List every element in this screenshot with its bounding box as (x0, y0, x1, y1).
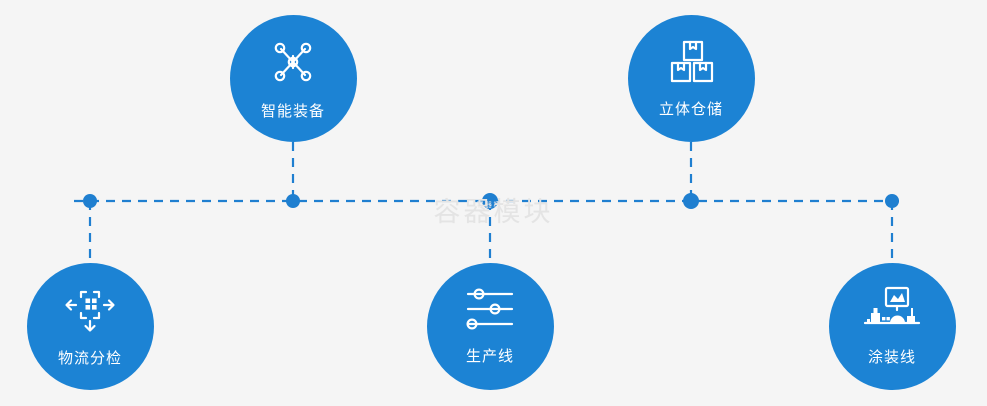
factory-monitor-icon (861, 286, 923, 332)
node-label-painting-line: 涂装线 (867, 347, 916, 366)
connector-dot-3[interactable] (482, 193, 498, 209)
node-stereoscopic-warehouse[interactable]: 立体仓储 (627, 14, 755, 142)
node-painting-line[interactable]: 涂装线 (828, 262, 956, 390)
connector-dot-1[interactable] (83, 194, 97, 208)
sliders-icon (462, 287, 518, 331)
node-intelligent-equipment[interactable]: 智能装备 (229, 14, 357, 142)
sorting-arrows-icon (62, 285, 118, 335)
node-label-intelligent-equipment: 智能装备 (260, 101, 325, 120)
node-label-logistics-sorting: 物流分检 (57, 348, 122, 367)
network-nodes-icon (267, 36, 319, 88)
node-logistics-sorting[interactable]: 物流分检 (26, 262, 154, 390)
connector-dot-5[interactable] (885, 194, 899, 208)
connector-dot-4[interactable] (683, 193, 699, 209)
node-production-line[interactable]: 生产线 (426, 262, 554, 390)
node-label-stereoscopic-warehouse: 立体仓储 (658, 99, 723, 118)
node-label-production-line: 生产线 (465, 346, 514, 365)
stacked-boxes-icon (665, 38, 717, 86)
connector-dot-2[interactable] (286, 194, 300, 208)
